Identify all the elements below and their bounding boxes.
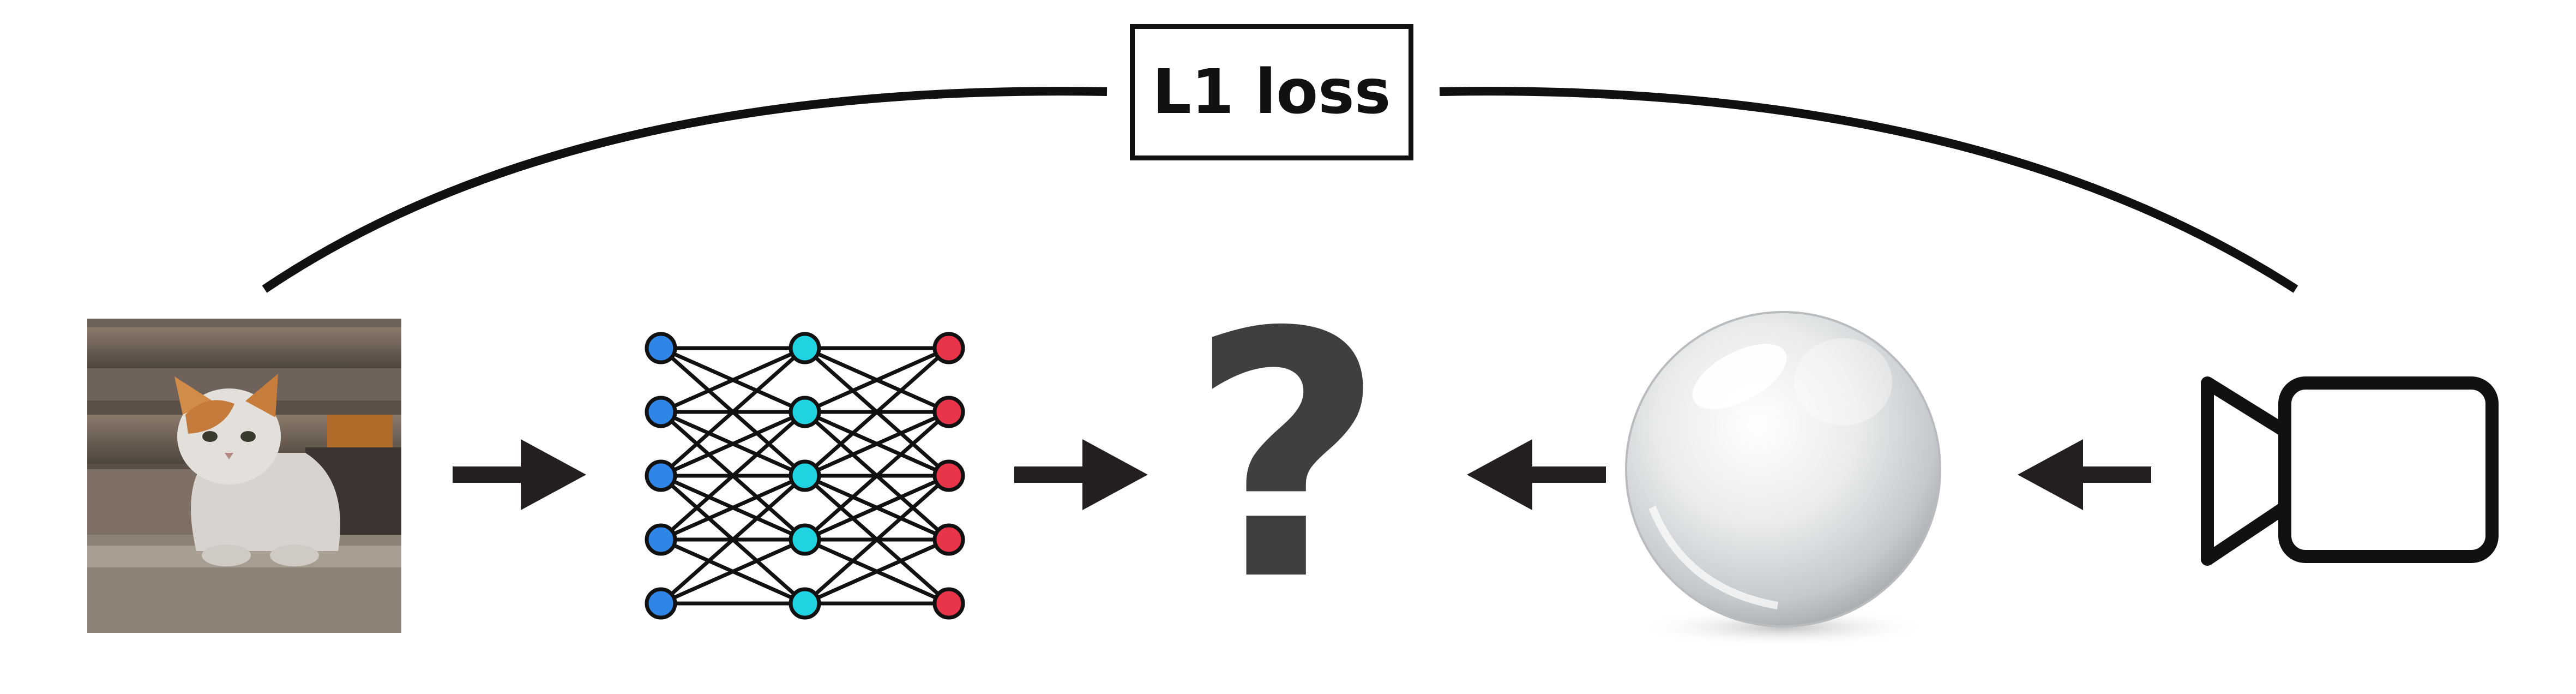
arrow-left-1 xyxy=(1467,439,1606,510)
video-camera-icon xyxy=(2201,376,2499,566)
network-node xyxy=(789,396,821,428)
cat-photo xyxy=(87,319,401,633)
network-edges xyxy=(659,346,950,606)
network-edge xyxy=(803,346,950,477)
network-node xyxy=(932,587,965,620)
network-node xyxy=(932,332,965,364)
network-node xyxy=(645,587,677,620)
network-node xyxy=(932,459,965,492)
arrow-right-1 xyxy=(453,439,586,510)
network-node xyxy=(789,523,821,556)
network-edge xyxy=(659,346,806,477)
network-node xyxy=(932,523,965,556)
network-node xyxy=(645,332,677,364)
loss-arc-left xyxy=(262,87,1108,293)
network-edge xyxy=(659,410,806,541)
loss-arc-right xyxy=(1439,87,2298,293)
network-edge xyxy=(804,537,950,606)
network-edge xyxy=(803,474,950,605)
network-edge xyxy=(804,474,950,542)
network-edge xyxy=(660,346,806,414)
network-edge xyxy=(804,410,950,478)
network-edge xyxy=(804,346,950,414)
network-node xyxy=(932,396,965,428)
arrow-left-2 xyxy=(2018,439,2151,510)
network-edge xyxy=(660,537,806,606)
network-edge xyxy=(660,410,806,478)
network-node xyxy=(789,459,821,492)
network-node xyxy=(645,396,677,428)
network-node xyxy=(789,332,821,364)
loss-label: L1 loss xyxy=(1130,24,1413,160)
network-edge xyxy=(803,410,950,541)
network-edge xyxy=(660,474,806,542)
neural-network-icon xyxy=(645,332,965,620)
network-node xyxy=(789,587,821,620)
question-mark: ? xyxy=(1189,261,1385,655)
glass-sphere-icon xyxy=(1625,311,1941,647)
network-node xyxy=(645,523,677,556)
network-nodes xyxy=(645,332,965,620)
network-edge xyxy=(659,474,806,605)
arrow-right-2 xyxy=(1014,439,1148,510)
network-node xyxy=(645,459,677,492)
